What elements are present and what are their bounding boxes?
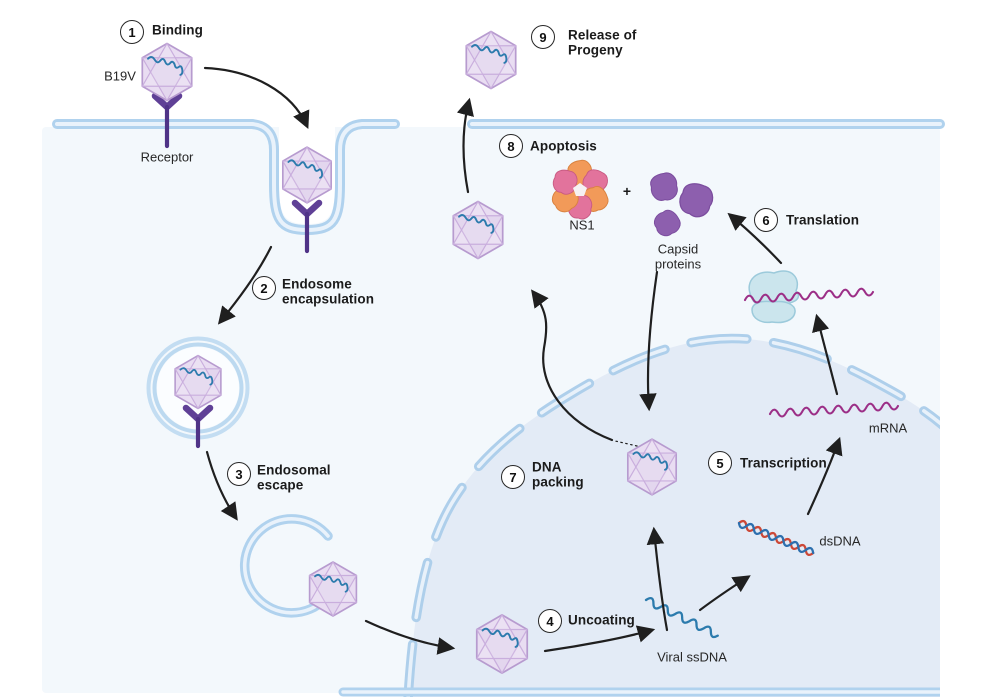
step-5-badge: 5: [708, 451, 732, 475]
mrna-icon: [768, 401, 900, 418]
receptor-icon-endosome: [182, 404, 214, 449]
dsdna-icon: [737, 519, 815, 557]
arrow-ssdna-to-dsdna: [698, 575, 751, 612]
arrow-mrna-export: [812, 313, 839, 396]
plus-sign: +: [622, 183, 632, 199]
step-7-label-line2: packing: [532, 474, 584, 490]
virus-label: B19V: [104, 68, 136, 84]
step-9-badge: 9: [531, 25, 555, 49]
step-4-badge: 4: [538, 609, 562, 633]
step-3-number: 3: [235, 466, 243, 482]
arrow-endosomal-escape: [205, 450, 238, 521]
step-2-label-line2: encapsulation: [282, 291, 375, 307]
capsid-label-line2: proteins: [654, 256, 702, 272]
arrow-binding-to-pit: [203, 66, 310, 130]
arrow-to-nucleus: [364, 619, 456, 655]
step-6-badge: 6: [754, 208, 778, 232]
step-1-badge: 1: [120, 20, 144, 44]
step-5-number: 5: [716, 455, 724, 471]
step-3-badge: 3: [227, 462, 251, 486]
ns1-label: NS1: [569, 217, 595, 233]
step-5-label: Transcription: [740, 455, 827, 471]
arrow-pit-to-endosome: [217, 245, 273, 325]
virus-binding: [141, 42, 193, 102]
receptor-icon-pit: [291, 199, 323, 254]
step-1-number: 1: [128, 24, 136, 40]
ns1-protein-icon: [548, 159, 613, 222]
step-4-label: Uncoating: [568, 612, 635, 628]
mrna-label: mRNA: [868, 420, 908, 436]
receptor-label: Receptor: [140, 149, 194, 165]
arrow-uncoating: [543, 625, 656, 653]
arrow-release: [456, 97, 474, 194]
arrow-translation: [727, 212, 783, 265]
viral-ssdna-icon: [644, 596, 719, 639]
virus-released: [465, 30, 517, 90]
arrow-dna-packing: [646, 526, 669, 632]
step-3-label-line2: escape: [257, 477, 304, 493]
step-9-label-line1: Release of: [568, 27, 637, 43]
step-8-number: 8: [507, 138, 515, 154]
step-6-label: Translation: [786, 212, 860, 228]
step-8-badge: 8: [499, 134, 523, 158]
step-8-label: Apoptosis: [530, 138, 597, 154]
step-2-badge: 2: [252, 276, 276, 300]
nucleus: [408, 338, 940, 697]
arrow-capsid-to-packing: [639, 270, 659, 412]
flow-arrows: [203, 66, 843, 655]
step-9-number: 9: [539, 29, 547, 45]
dsdna-label: dsDNA: [819, 533, 861, 549]
step-2-label-line1: Endosome: [282, 276, 352, 292]
mrna-translating: [743, 287, 875, 304]
ssdna-label: Viral ssDNA: [657, 649, 727, 665]
ribosome-icon: [748, 270, 800, 324]
step-4-number: 4: [546, 613, 554, 629]
step-7-number: 7: [509, 469, 517, 485]
arrow-nuclear-egress: [531, 289, 614, 442]
receptor-icon: [151, 92, 183, 149]
step-1-label: Binding: [152, 22, 203, 38]
capsid-label-line1: Capsid: [657, 241, 699, 257]
arrow-nuclear-egress-dotted: [614, 440, 638, 447]
step-7-label-line1: DNA: [532, 459, 562, 475]
step-7-badge: 7: [501, 465, 525, 489]
step-6-number: 6: [762, 212, 770, 228]
broken-endosome: [239, 514, 333, 618]
step-2-number: 2: [260, 280, 268, 296]
nuclear-envelope: [403, 333, 940, 697]
step-3-label-line1: Endosomal: [257, 462, 331, 478]
arrow-transcription: [806, 436, 843, 516]
step-9-label-line2: Progeny: [568, 42, 623, 58]
